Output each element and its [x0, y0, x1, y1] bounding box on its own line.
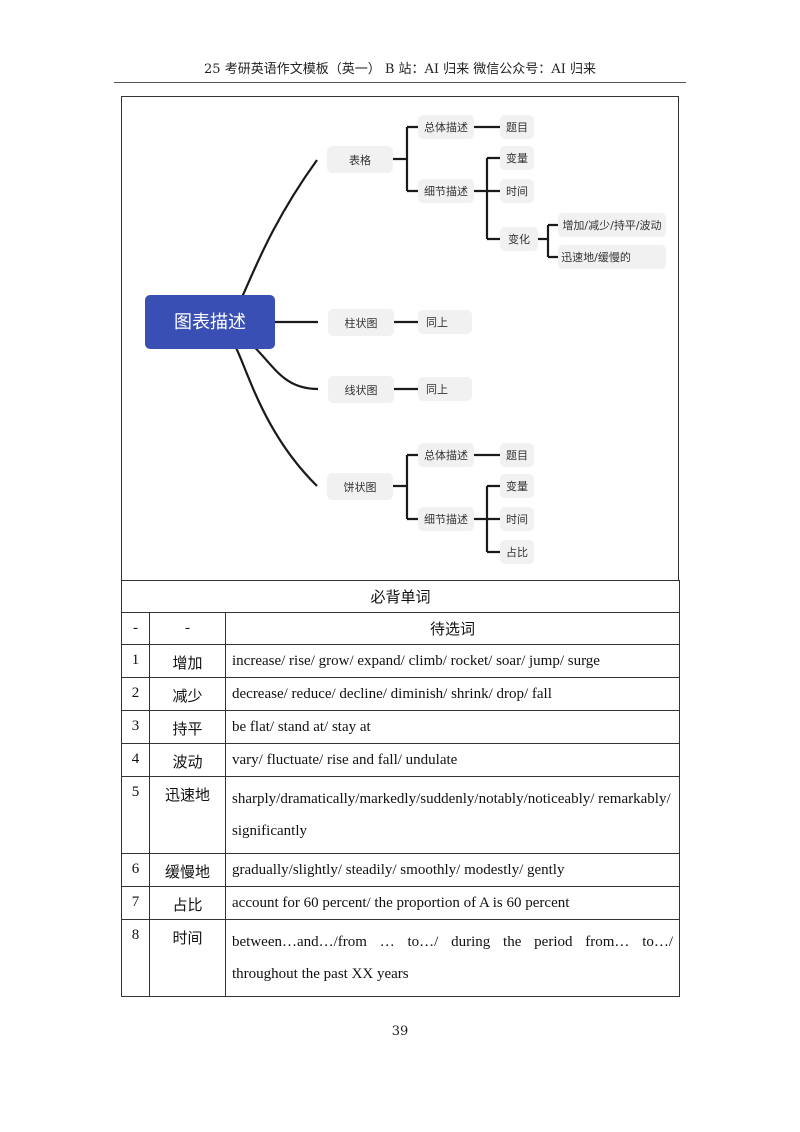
- vocab-header-words: 待选词: [224, 612, 681, 645]
- node-bar-child-label: 同上: [426, 316, 448, 329]
- row-word-list: increase/ rise/ grow/ expand/ climb/ roc…: [224, 644, 681, 678]
- node-table-label: 表格: [349, 153, 371, 167]
- mindmap-diagram: 图表描述 表格 总体描述 题目 细节描述 变量 时间 变化: [145, 115, 666, 564]
- root-node: 图表描述: [145, 295, 275, 349]
- node-line-child: 同上: [418, 377, 472, 401]
- table-row: 6 缓慢地 gradually/slightly/ steadily/ smoo…: [121, 853, 681, 887]
- node-pie-overall-title-label: 题目: [506, 449, 528, 462]
- node-change-speed: 迅速地/缓慢的: [558, 245, 666, 269]
- vocab-header-num: -: [121, 612, 150, 645]
- node-table-overall-title-label: 题目: [506, 121, 528, 134]
- row-chinese-term: 缓慢地: [149, 853, 226, 887]
- row-number: 2: [121, 677, 150, 711]
- node-pie-variable-label: 变量: [506, 479, 528, 493]
- page-header: 25 考研英语作文模板（英一） B 站：AI 归来 微信公众号：AI 归来: [204, 62, 596, 77]
- root-node-label: 图表描述: [174, 312, 246, 333]
- connector-table-split: [392, 125, 418, 193]
- node-pie-detail: 细节描述: [418, 507, 474, 531]
- node-change-trend: 增加/减少/持平/波动: [558, 213, 666, 237]
- node-table-change: 变化: [500, 227, 538, 251]
- node-pie: 饼状图: [327, 473, 393, 500]
- node-change-speed-label: 迅速地/缓慢的: [561, 250, 631, 264]
- table-row: 4 波动 vary/ fluctuate/ rise and fall/ und…: [121, 743, 681, 777]
- node-table-detail-label: 细节描述: [424, 184, 468, 198]
- vocab-header-row: - - 待选词: [121, 612, 681, 645]
- node-pie-overall-title: 题目: [500, 443, 534, 467]
- node-pie-share: 占比: [500, 540, 534, 564]
- row-number: 1: [121, 644, 150, 678]
- row-number: 5: [121, 776, 150, 854]
- row-chinese-term: 占比: [149, 886, 226, 920]
- row-word-list: decrease/ reduce/ decline/ diminish/ shr…: [224, 677, 681, 711]
- vocab-table: 必背单词 - - 待选词 1 增加 increase/ rise/ grow/ …: [120, 580, 681, 997]
- connector-root-pie: [221, 330, 318, 487]
- row-word-list: account for 60 percent/ the proportion o…: [224, 886, 681, 920]
- node-pie-variable: 变量: [500, 474, 534, 498]
- node-pie-label: 饼状图: [344, 480, 377, 494]
- page-number: 39: [391, 1024, 409, 1039]
- row-chinese-term: 减少: [149, 677, 226, 711]
- node-bar-label: 柱状图: [345, 316, 378, 330]
- node-table-variable-label: 变量: [506, 151, 528, 165]
- node-table: 表格: [327, 146, 393, 173]
- table-row: 8 时间 between…and…/from … to…/ during the…: [121, 919, 681, 997]
- node-line: 线状图: [328, 376, 394, 403]
- row-number: 7: [121, 886, 150, 920]
- node-line-label: 线状图: [345, 383, 378, 397]
- connector-pie-split: [392, 453, 418, 521]
- node-table-time-label: 时间: [506, 185, 528, 198]
- node-bar: 柱状图: [328, 309, 394, 336]
- node-pie-overall-label: 总体描述: [424, 448, 468, 462]
- vocab-title: 必背单词: [120, 580, 681, 613]
- row-number: 4: [121, 743, 150, 777]
- header-rule: [114, 82, 686, 83]
- connector-table-detail-split: [472, 156, 500, 241]
- row-word-list: sharply/dramatically/markedly/suddenly/n…: [224, 776, 681, 854]
- node-change-trend-label: 增加/减少/持平/波动: [562, 218, 661, 232]
- vocab-title-row: 必背单词: [120, 580, 681, 613]
- mindmap-frame: 图表描述 表格 总体描述 题目 细节描述 变量 时间 变化: [121, 96, 679, 581]
- node-table-variable: 变量: [500, 146, 534, 170]
- row-number: 3: [121, 710, 150, 744]
- table-row: 1 增加 increase/ rise/ grow/ expand/ climb…: [121, 644, 681, 678]
- node-pie-time: 时间: [500, 507, 534, 531]
- connector-change-split: [536, 223, 558, 259]
- row-word-list: between…and…/from … to…/ during the peri…: [224, 919, 681, 997]
- vocab-header-cn: -: [149, 612, 226, 645]
- table-row: 3 持平 be flat/ stand at/ stay at: [121, 710, 681, 744]
- row-chinese-term: 持平: [149, 710, 226, 744]
- row-chinese-term: 迅速地: [149, 776, 226, 854]
- row-chinese-term: 波动: [149, 743, 226, 777]
- node-bar-child: 同上: [418, 310, 472, 334]
- node-pie-detail-label: 细节描述: [424, 512, 468, 526]
- row-number: 8: [121, 919, 150, 997]
- node-table-change-label: 变化: [508, 232, 530, 246]
- table-row: 7 占比 account for 60 percent/ the proport…: [121, 886, 681, 920]
- node-table-time: 时间: [500, 179, 534, 203]
- node-pie-time-label: 时间: [506, 513, 528, 526]
- row-chinese-term: 时间: [149, 919, 226, 997]
- row-chinese-term: 增加: [149, 644, 226, 678]
- node-table-detail: 细节描述: [418, 179, 474, 203]
- row-word-list: gradually/slightly/ steadily/ smoothly/ …: [224, 853, 681, 887]
- table-row: 2 减少 decrease/ reduce/ decline/ diminish…: [121, 677, 681, 711]
- node-table-overall-label: 总体描述: [424, 120, 468, 134]
- node-pie-overall: 总体描述: [418, 443, 474, 467]
- row-word-list: be flat/ stand at/ stay at: [224, 710, 681, 744]
- row-number: 6: [121, 853, 150, 887]
- node-table-overall: 总体描述: [418, 115, 474, 139]
- connector-pie-detail-split: [472, 484, 500, 554]
- row-word-list: vary/ fluctuate/ rise and fall/ undulate: [224, 743, 681, 777]
- node-line-child-label: 同上: [426, 383, 448, 396]
- node-table-overall-title: 题目: [500, 115, 534, 139]
- table-row: 5 迅速地 sharply/dramatically/markedly/sudd…: [121, 776, 681, 854]
- node-pie-share-label: 占比: [506, 545, 528, 559]
